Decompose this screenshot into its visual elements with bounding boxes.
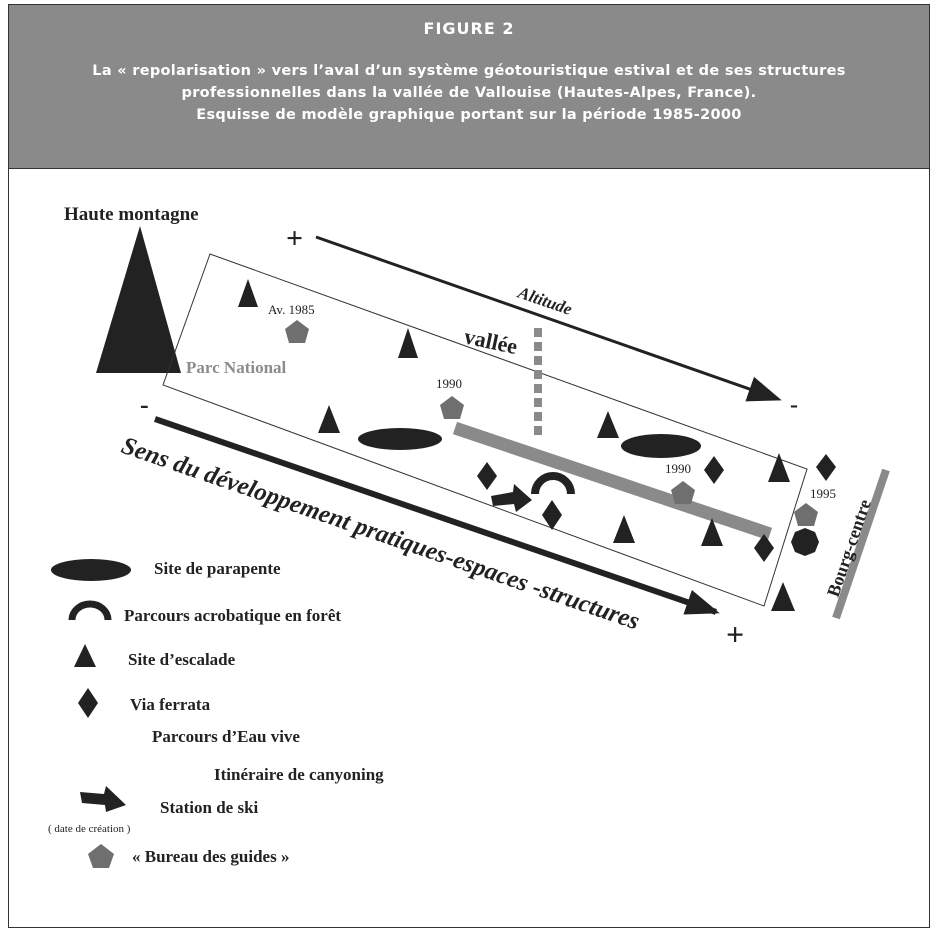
legend-via-ferrata-label: Via ferrata: [130, 695, 211, 714]
legend: Site de parapente Parcours acrobatique e…: [48, 559, 384, 868]
eau-vive-band: [452, 421, 773, 541]
via-ferrata-site: [816, 454, 836, 481]
altitude-arrow: [315, 235, 782, 402]
figure-header: FIGURE 2 La « repolarisation » vers l’av…: [9, 5, 929, 169]
bureau-guides-site: [794, 503, 818, 526]
parapente-site: [621, 434, 701, 458]
bureau-guides-site: [671, 481, 695, 504]
escalade-site: [701, 518, 723, 546]
legend-ski-arrow-icon: [80, 786, 126, 812]
escalade-site: [613, 515, 635, 543]
escalade-site: [398, 328, 418, 358]
legend-parapente-label: Site de parapente: [154, 559, 281, 578]
plus-sign-sens: +: [726, 616, 744, 652]
year-1990-b: 1990: [665, 461, 691, 476]
year-1990-a: 1990: [436, 376, 462, 391]
minus-sign-sens: -: [140, 390, 149, 419]
year-av-1985: Av. 1985: [268, 302, 315, 317]
legend-eau-vive-label: Parcours d’Eau vive: [152, 727, 300, 746]
legend-via-ferrata-icon: [78, 688, 98, 718]
via-ferrata-site: [477, 462, 497, 490]
caption-line-1: La « repolarisation » vers l’aval d’un s…: [92, 63, 846, 79]
escalade-site: [771, 582, 795, 611]
legend-acrobatique-label: Parcours acrobatique en forêt: [124, 606, 341, 625]
legend-escalade-icon: [74, 644, 96, 667]
legend-date-creation: ( date de création ): [48, 823, 131, 835]
year-1995: 1995: [810, 486, 836, 501]
caption-line-2: professionnelles dans la vallée de Vallo…: [181, 85, 757, 101]
escalade-site: [768, 453, 790, 482]
vallee-label: vallée: [462, 323, 520, 359]
legend-canyoning-label: Itinéraire de canyoning: [214, 765, 384, 784]
altitude-label: Altitude: [515, 282, 575, 319]
legend-acrobatique-icon: [68, 600, 112, 621]
acrobatique-site: [531, 472, 575, 495]
escalade-site: [597, 411, 619, 438]
legend-parapente-icon: [51, 559, 131, 581]
legend-bureau-guides-label: « Bureau des guides »: [132, 847, 289, 866]
bureau-guides-site: [285, 320, 309, 343]
bureau-guides-site: [440, 396, 464, 419]
sens-arrow: [154, 416, 720, 615]
caption-line-3: Esquisse de modèle graphique portant sur…: [196, 107, 742, 123]
bourg-centre-line: [832, 468, 890, 620]
parapente-site: [358, 428, 442, 450]
legend-escalade-label: Site d’escalade: [128, 650, 236, 669]
minus-sign-altitude: -: [790, 392, 798, 418]
haute-montagne-label: Haute montagne: [64, 204, 199, 225]
parc-national-label: Parc National: [186, 358, 287, 377]
bourg-centre-marker: [791, 528, 819, 556]
legend-bureau-guides-icon: [88, 844, 114, 868]
plus-sign-altitude: +: [286, 222, 303, 255]
escalade-site: [318, 405, 340, 433]
via-ferrata-site: [704, 456, 724, 484]
escalade-site: [238, 279, 258, 307]
valley-band: [162, 253, 808, 607]
ski-station-arrow: [491, 484, 532, 512]
legend-station-ski-label: Station de ski: [160, 798, 259, 817]
via-ferrata-site: [754, 534, 774, 562]
figure-label: FIGURE 2: [423, 19, 515, 38]
haute-montagne-triangle: [96, 226, 181, 373]
via-ferrata-site: [542, 500, 562, 530]
